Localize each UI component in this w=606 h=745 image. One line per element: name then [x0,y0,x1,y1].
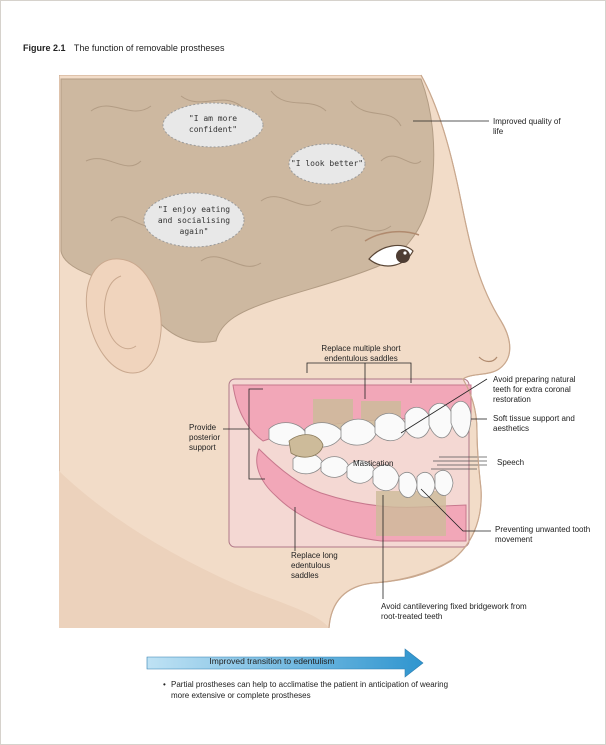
label-mastication: Mastication [353,459,394,468]
bullet-text: Partial prostheses can help to acclimati… [171,680,449,700]
face-profile [328,74,511,629]
lower-teeth [292,453,454,498]
label-speech: Speech [497,458,525,467]
transition-arrow-label: Improved transition to edentulism [209,656,335,666]
upper-teeth [268,401,472,448]
bubble-text-enjoy-eating: "I enjoy eating and socialising again" [157,205,231,236]
label-avoid-preparing: Avoid preparing natural teeth for extra … [493,375,576,404]
figure-caption: Figure 2.1 The function of removable pro… [23,43,224,53]
leader-lines [223,120,491,599]
bubble-2 [288,143,366,185]
bubble-text-confident: "I am more confident" [188,114,238,134]
bubble-1 [162,102,264,148]
bubble-3 [143,192,245,248]
label-soft-tissue: Soft tissue support and aesthetics [493,414,575,433]
ear [85,258,162,374]
neck-shadow [59,471,329,628]
label-improved-quality: Improved quality of life [493,117,561,136]
ear-inner [104,275,137,350]
brain-folds [85,90,422,267]
pupil-highlight [403,251,407,255]
nostril [478,356,498,363]
figure-number: Figure 2.1 [23,43,66,53]
saddle-3 [376,491,446,536]
label-replace-multiple: Replace multiple short endentulous saddl… [321,344,401,363]
bullet-dot: • [163,680,166,689]
bubble-text-look-better: "I look better" [290,159,364,168]
label-provide-posterior: Provide posterior support [189,423,221,452]
molar-tan [288,434,324,458]
iris [396,249,410,263]
transition-arrow [146,648,424,678]
label-avoid-cantilevering: Avoid cantilevering fixed bridgework fro… [381,602,527,621]
bullet-point: • Partial prostheses can help to acclima… [163,679,451,701]
figure-title: The function of removable prostheses [73,43,225,53]
label-replace-long: Replace long edentulous saddles [291,551,338,580]
label-preventing-unwanted: Preventing unwanted tooth movement [495,525,591,544]
eyebrow [364,230,420,242]
